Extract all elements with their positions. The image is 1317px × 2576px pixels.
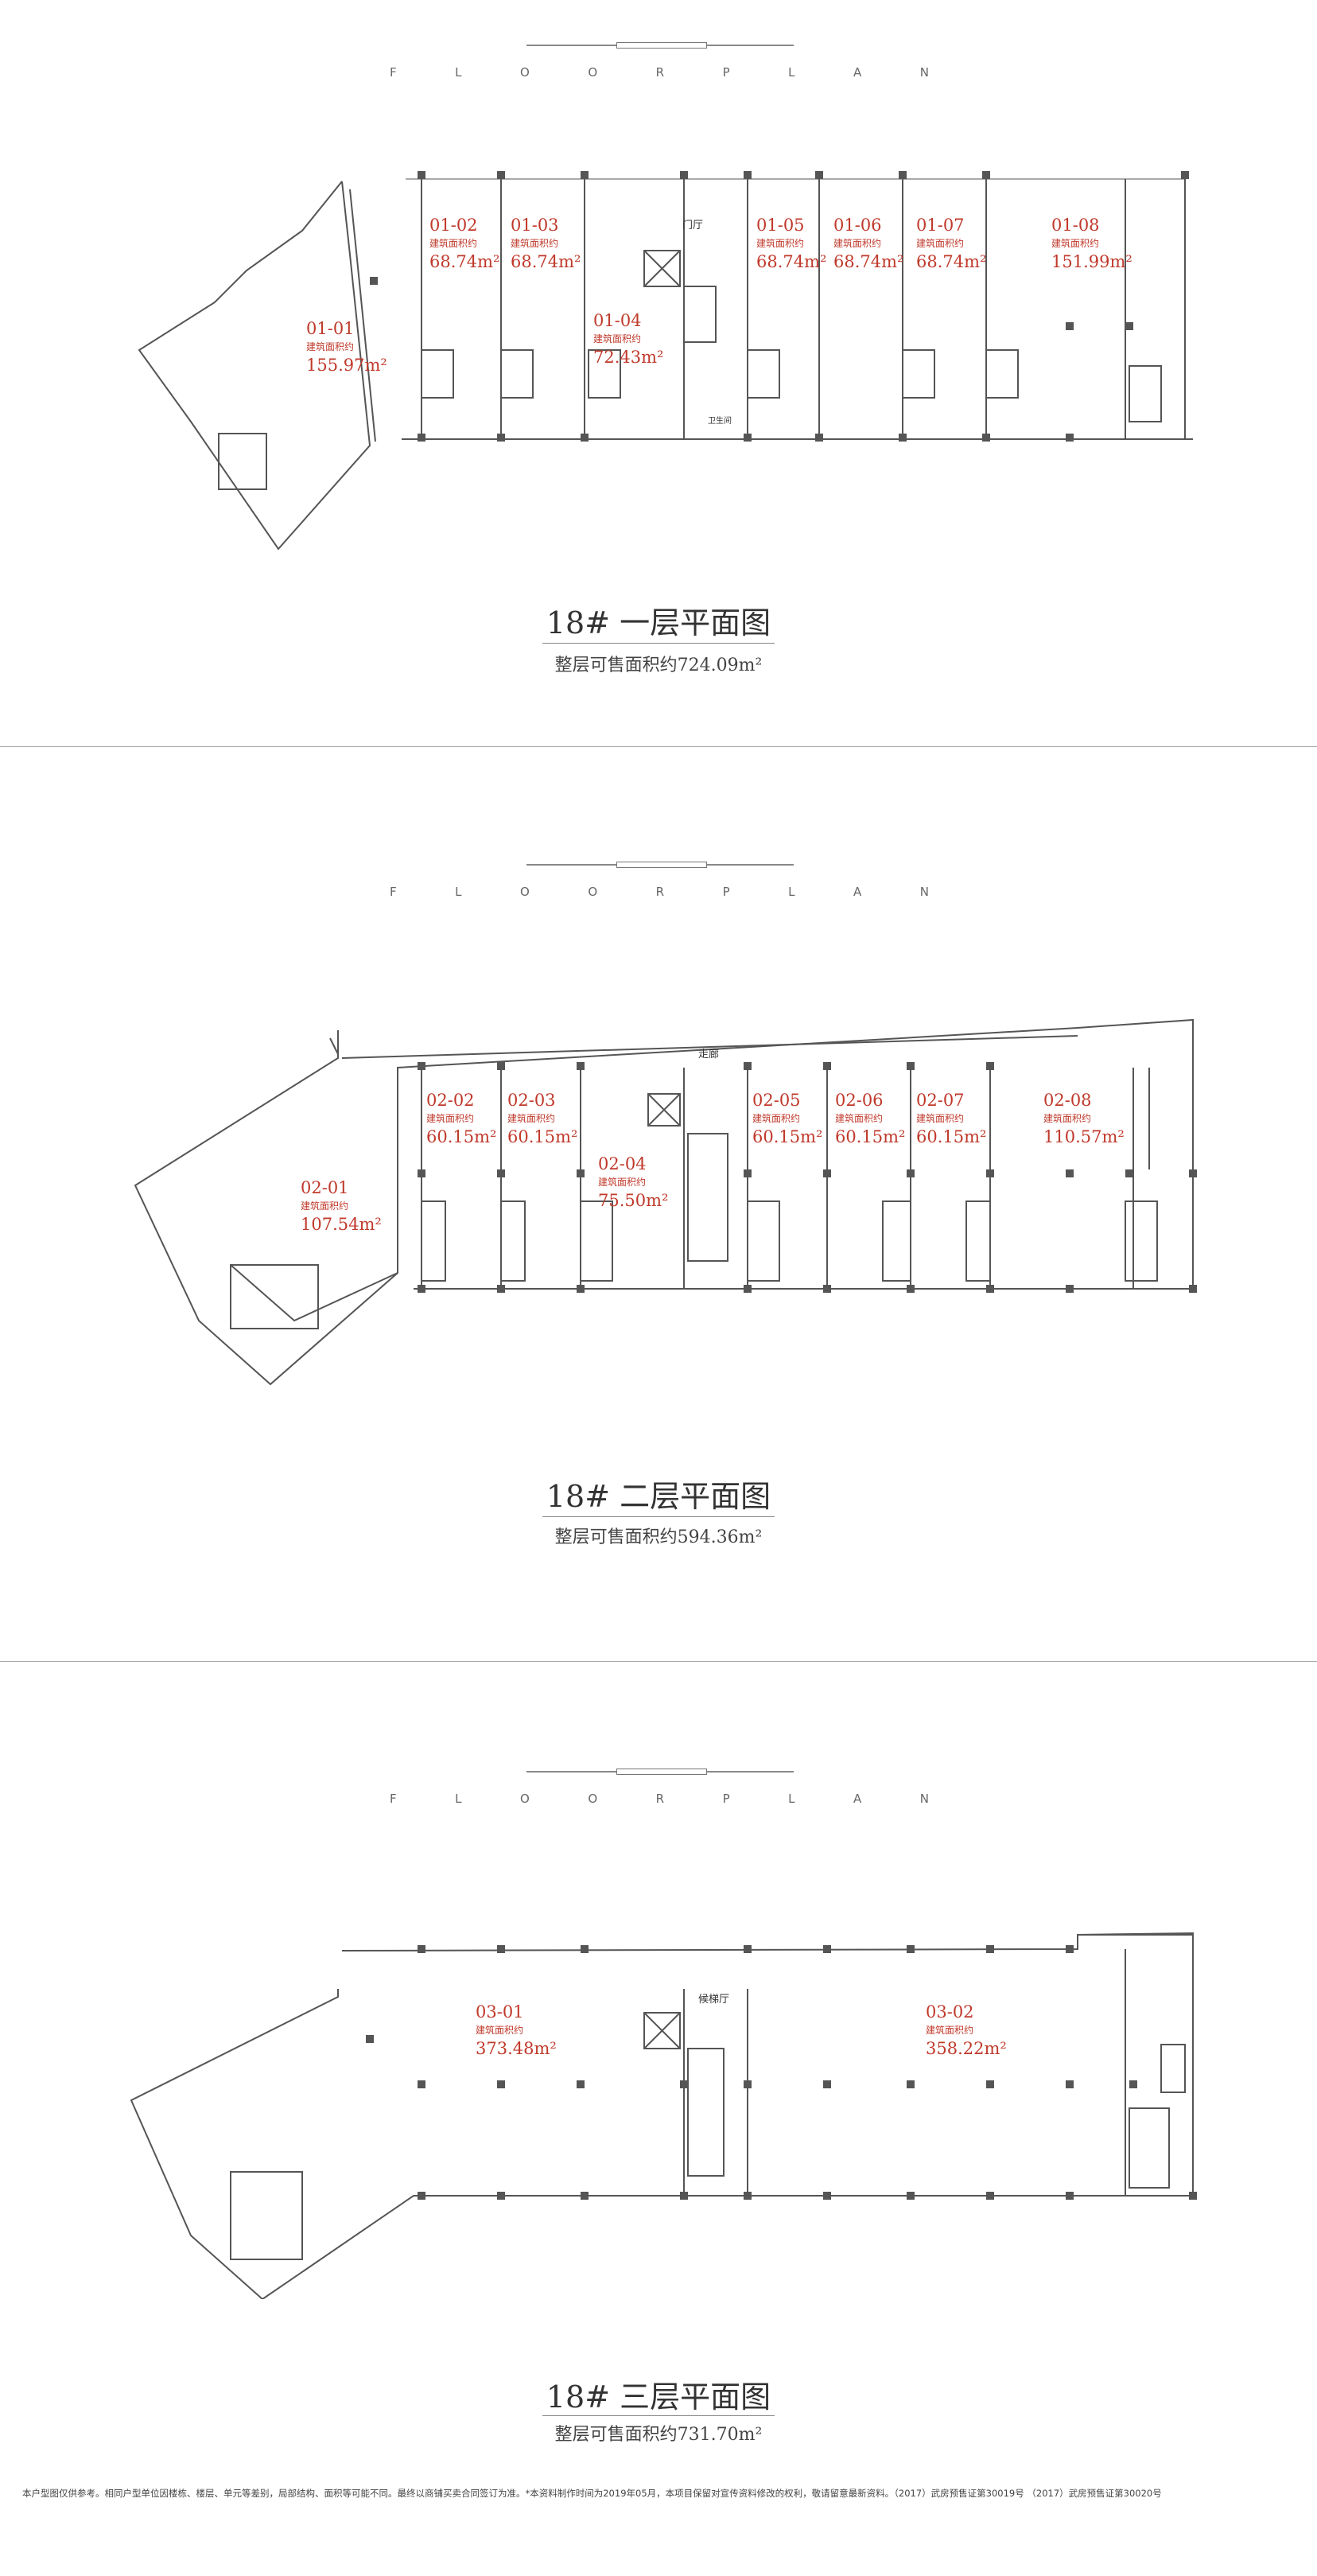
unit-02-07: 02-07 建筑面积约 60.15m² bbox=[916, 1090, 986, 1147]
unit-01-08: 01-08 建筑面积约 151.99m² bbox=[1051, 215, 1132, 272]
unit-code: 02-05 bbox=[752, 1091, 801, 1110]
unit-code: 01-01 bbox=[306, 319, 355, 338]
unit-area-label: 建筑面积约 bbox=[306, 341, 355, 352]
unit-code: 03-02 bbox=[926, 2002, 974, 2021]
unit-code: 01-08 bbox=[1051, 216, 1100, 235]
floor-title: 18# 二层平面图 bbox=[546, 1479, 771, 1514]
unit-01-05: 01-05 建筑面积约 68.74m² bbox=[756, 215, 826, 272]
unit-code: 02-03 bbox=[507, 1091, 556, 1110]
unit-area-label: 建筑面积约 bbox=[756, 238, 805, 249]
unit-area: 60.15m² bbox=[835, 1127, 906, 1146]
unit-code: 01-05 bbox=[756, 216, 805, 235]
unit-area-label: 建筑面积约 bbox=[835, 1113, 884, 1124]
corridor-label: 走廊 bbox=[698, 1049, 720, 1060]
unit-area: 151.99m² bbox=[1051, 252, 1132, 271]
unit-area: 60.15m² bbox=[916, 1127, 987, 1146]
unit-03-02: 03-02 建筑面积约 358.22m² bbox=[926, 2002, 1007, 2059]
unit-code: 02-01 bbox=[301, 1178, 349, 1197]
unit-02-06: 02-06 建筑面积约 60.15m² bbox=[835, 1090, 905, 1147]
unit-02-04: 02-04 建筑面积约 75.50m² bbox=[598, 1154, 668, 1211]
unit-code: 01-07 bbox=[916, 216, 965, 235]
unit-area: 75.50m² bbox=[598, 1191, 669, 1210]
floor-subtitle: 整层可售面积约724.09m² bbox=[554, 656, 763, 675]
unit-area-label: 建筑面积约 bbox=[301, 1200, 349, 1212]
unit-area-label: 建筑面积约 bbox=[429, 238, 478, 249]
unit-03-01: 03-01 建筑面积约 373.48m² bbox=[476, 2002, 557, 2059]
floor-subtitle: 整层可售面积约594.36m² bbox=[554, 1527, 763, 1547]
unit-02-01: 02-01 建筑面积约 107.54m² bbox=[301, 1177, 382, 1235]
unit-code: 02-04 bbox=[598, 1154, 647, 1173]
floor-title: 18# 一层平面图 bbox=[546, 605, 771, 640]
section-divider bbox=[0, 1661, 1317, 1662]
unit-code: 01-04 bbox=[593, 311, 642, 330]
unit-area-label: 建筑面积约 bbox=[833, 238, 882, 249]
unit-area-label: 建筑面积约 bbox=[916, 238, 965, 249]
unit-02-05: 02-05 建筑面积约 60.15m² bbox=[752, 1090, 822, 1147]
floor-3-drawing bbox=[130, 1932, 1197, 2299]
unit-area: 60.15m² bbox=[507, 1127, 578, 1146]
floor-title: 18# 三层平面图 bbox=[546, 2379, 771, 2415]
unit-area: 60.15m² bbox=[752, 1127, 823, 1146]
unit-code: 02-02 bbox=[426, 1091, 475, 1110]
unit-area: 107.54m² bbox=[301, 1215, 382, 1234]
floor-1-drawing bbox=[138, 171, 1193, 551]
unit-02-08: 02-08 建筑面积约 110.57m² bbox=[1043, 1090, 1125, 1147]
unit-area-label: 建筑面积约 bbox=[476, 2025, 524, 2036]
unit-area-label: 建筑面积约 bbox=[426, 1113, 475, 1124]
unit-area-label: 建筑面积约 bbox=[926, 2025, 974, 2036]
unit-code: 02-07 bbox=[916, 1091, 965, 1110]
unit-area-label: 建筑面积约 bbox=[916, 1113, 965, 1124]
unit-area-label: 建筑面积约 bbox=[752, 1113, 801, 1124]
unit-area: 155.97m² bbox=[306, 356, 387, 375]
section-divider bbox=[0, 746, 1317, 747]
unit-area: 68.74m² bbox=[833, 252, 904, 271]
unit-area-label: 建筑面积约 bbox=[1051, 238, 1100, 249]
unit-02-03: 02-03 建筑面积约 60.15m² bbox=[507, 1090, 577, 1147]
unit-area: 358.22m² bbox=[926, 2039, 1007, 2058]
floor-2-drawing bbox=[134, 1018, 1197, 1386]
unit-code: 01-03 bbox=[511, 216, 559, 235]
restroom-label: 卫生间 bbox=[708, 417, 732, 426]
unit-area-label: 建筑面积约 bbox=[593, 333, 642, 344]
unit-area-label: 建筑面积约 bbox=[511, 238, 559, 249]
disclaimer-footer: 本户型图仅供参考。相同户型单位因楼栋、楼层、单元等差别，局部结构、面积等可能不同… bbox=[22, 2488, 1162, 2499]
unit-code: 03-01 bbox=[476, 2002, 524, 2021]
unit-area-label: 建筑面积约 bbox=[507, 1113, 556, 1124]
unit-area: 72.43m² bbox=[593, 348, 664, 367]
unit-area: 110.57m² bbox=[1043, 1127, 1125, 1146]
unit-area-label: 建筑面积约 bbox=[1043, 1113, 1092, 1124]
unit-01-03: 01-03 建筑面积约 68.74m² bbox=[511, 215, 581, 272]
unit-01-04: 01-04 建筑面积约 72.43m² bbox=[593, 310, 663, 368]
unit-02-02: 02-02 建筑面积约 60.15m² bbox=[426, 1090, 496, 1147]
unit-area: 68.74m² bbox=[916, 252, 987, 271]
floor-subtitle: 整层可售面积约731.70m² bbox=[554, 2425, 763, 2445]
unit-area-label: 建筑面积约 bbox=[598, 1177, 647, 1188]
elevator-lobby-label: 候梯厅 bbox=[698, 1994, 730, 2006]
unit-01-07: 01-07 建筑面积约 68.74m² bbox=[916, 215, 986, 272]
unit-01-01: 01-01 建筑面积约 155.97m² bbox=[306, 318, 387, 376]
unit-area: 68.74m² bbox=[756, 252, 827, 271]
unit-code: 01-06 bbox=[833, 216, 882, 235]
unit-code: 02-06 bbox=[835, 1091, 884, 1110]
unit-code: 01-02 bbox=[429, 216, 478, 235]
unit-area: 68.74m² bbox=[511, 252, 581, 271]
unit-area: 373.48m² bbox=[476, 2039, 557, 2058]
unit-area: 68.74m² bbox=[429, 252, 500, 271]
unit-01-06: 01-06 建筑面积约 68.74m² bbox=[833, 215, 903, 272]
unit-area: 60.15m² bbox=[426, 1127, 497, 1146]
unit-01-02: 01-02 建筑面积约 68.74m² bbox=[429, 215, 499, 272]
unit-code: 02-08 bbox=[1043, 1091, 1092, 1110]
lobby-label: 门厅 bbox=[682, 220, 704, 232]
